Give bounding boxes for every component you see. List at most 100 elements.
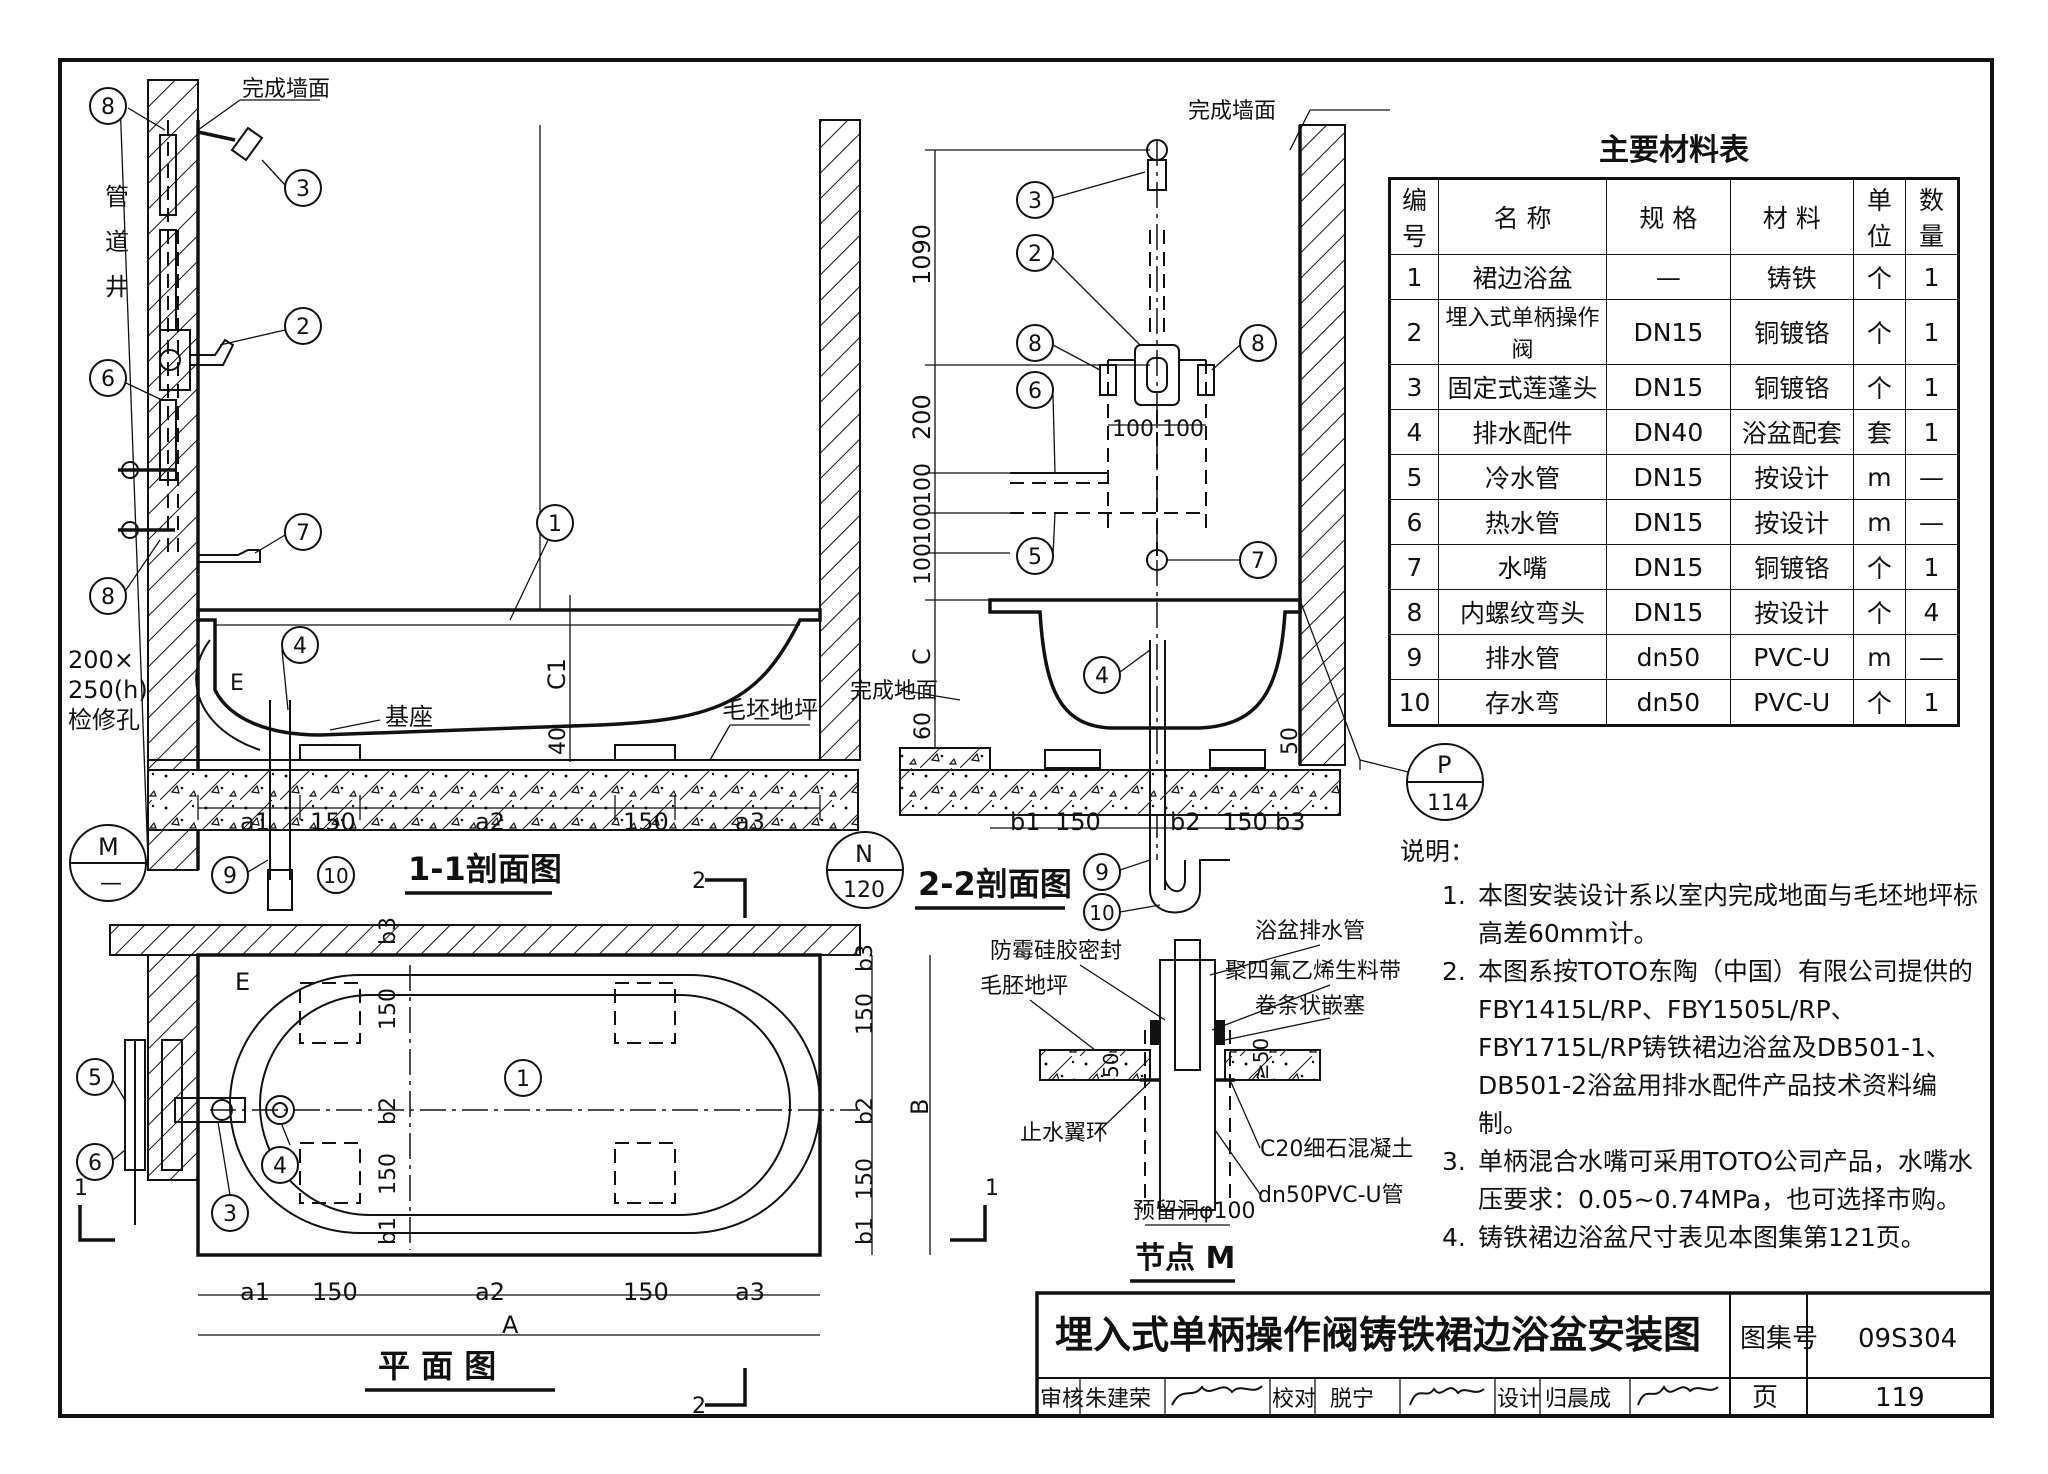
bathtub-1-1 <box>196 608 822 737</box>
material-cell: 1 <box>1904 679 1960 726</box>
material-cell: 个 <box>1852 589 1906 635</box>
designer: 归晨成 <box>1545 1387 1611 1412</box>
callout-7 <box>284 513 322 551</box>
col-spec: 规 格 <box>1606 178 1731 255</box>
notes-heading: 说明： <box>1400 837 1476 866</box>
drawing-frame <box>58 58 1994 1418</box>
dim-b1-22: b1 <box>1010 808 1041 836</box>
check-label: 校对 <box>1272 1387 1316 1412</box>
plan-tub-basin <box>259 994 791 1216</box>
dim-a1-11: a1 <box>240 808 270 836</box>
cut-1-left: 1 <box>74 1176 88 1201</box>
dim-b2-22: b2 <box>1170 808 1201 836</box>
label-node-plug: 卷条状嵌塞 <box>1255 994 1365 1019</box>
callout-7-22 <box>1239 541 1277 579</box>
dim-150a-plan: 150 <box>312 1278 358 1306</box>
dim-a3-11: a3 <box>735 808 765 836</box>
note-line: 压要求：0.05~0.74MPa，也可选择市购。 <box>1478 1185 1962 1214</box>
dim-a2-plan: a2 <box>475 1278 505 1306</box>
label-node-ptfe: 聚四氟乙烯生料带 <box>1225 959 1401 984</box>
dim-100-right: 100 <box>1162 417 1204 442</box>
callout-9-text: 9 <box>223 864 237 889</box>
col-material: 材 料 <box>1729 178 1854 255</box>
callout-5-plan <box>76 1058 114 1096</box>
material-cell: 固定式莲蓬头 <box>1437 364 1608 410</box>
label-rough-floor: 毛坯地坪 <box>722 696 818 724</box>
callout-4-plan-text: 4 <box>273 1154 287 1179</box>
callout-6-text: 6 <box>101 367 115 392</box>
pipe-shaft-char-2: 道 <box>105 228 129 256</box>
material-cell: 1 <box>1904 544 1960 590</box>
material-cell: 存水弯 <box>1437 679 1608 726</box>
dim-a1-plan: a1 <box>240 1278 270 1306</box>
access-hole-2: 250(h) <box>68 676 148 704</box>
material-cell: 个 <box>1852 364 1906 410</box>
callout-2-22 <box>1016 234 1054 272</box>
callout-4-22-text: 4 <box>1095 664 1109 689</box>
right-wall-2-2 <box>1299 124 1346 766</box>
callout-2-22-text: 2 <box>1028 242 1042 267</box>
dim-node-ge50: ≥50 <box>1249 1038 1273 1080</box>
callout-3-plan-text: 3 <box>223 1202 237 1227</box>
note-number: 3. <box>1442 1147 1466 1176</box>
material-cell: dn50 <box>1606 679 1731 726</box>
material-cell: 1 <box>1904 254 1960 300</box>
pipe-shaft-char-1: 管 <box>105 183 129 211</box>
dim-e-plan: E <box>235 968 250 996</box>
dim-150b-plan: 150 <box>623 1278 669 1306</box>
material-cell: 5 <box>1389 454 1439 500</box>
callouts-plan: 1 4 3 5 6 <box>76 1058 542 1232</box>
dim-node-50: 50 <box>1099 1053 1123 1078</box>
label-finished-floor: 完成地面 <box>850 679 938 704</box>
material-cell: 铜镀铬 <box>1729 364 1854 410</box>
plan-left-wall <box>147 954 199 1181</box>
material-cell: — <box>1904 634 1960 680</box>
dim-40: 40 <box>546 727 571 755</box>
plan-view: a1 150 a2 150 a3 A E b3 150 b2 150 b1 B … <box>74 869 999 1419</box>
note-line: FBY1715L/RP铸铁裙边浴盆及DB501-1、 <box>1478 1033 1951 1062</box>
pipe-shaft-char-3: 井 <box>105 273 129 301</box>
callout-5-22 <box>1016 537 1054 575</box>
ref-m-sub: — <box>100 871 122 896</box>
ref-p: P <box>1437 751 1451 779</box>
callout-4-plan <box>261 1146 299 1184</box>
material-cell: 1 <box>1904 364 1960 410</box>
cut-2-top: 2 <box>692 869 706 894</box>
material-cell: 铜镀铬 <box>1729 299 1854 365</box>
callout-9 <box>211 856 249 894</box>
callout-5-22-text: 5 <box>1028 545 1042 570</box>
note-item: 3.单柄混合水嘴可采用TOTO公司产品，水嘴水压要求：0.05~0.74MPa，… <box>1442 1143 1980 1219</box>
dim-c: C <box>908 648 936 665</box>
callout-2-text: 2 <box>296 315 310 340</box>
callout-8 <box>89 87 127 125</box>
material-cell: 4 <box>1389 409 1439 455</box>
atlas-no: 09S304 <box>1858 1324 1957 1354</box>
material-cell: — <box>1606 254 1731 300</box>
note-line: DB501-2浴盆用排水配件产品技术资料编制。 <box>1478 1071 1938 1138</box>
material-cell: 个 <box>1852 544 1906 590</box>
callout-9-22 <box>1083 853 1121 891</box>
material-cell: 个 <box>1852 254 1906 300</box>
dim-a2-11: a2 <box>475 808 505 836</box>
reviewer: 朱建荣 <box>1085 1387 1151 1412</box>
dim-150d-plan: 150 <box>853 1158 878 1200</box>
cut-2-bottom: 2 <box>692 1394 706 1419</box>
floor-slab-2-2 <box>899 769 1341 816</box>
note-item: 1.本图安装设计系以室内完成地面与毛坯地坪标高差60mm计。 <box>1442 877 1980 953</box>
node-floor-right <box>1224 1049 1321 1081</box>
dim-b1-plan: b1 <box>853 1217 878 1245</box>
dim-100c: 100 <box>911 543 936 585</box>
material-cell: 10 <box>1389 679 1439 726</box>
ref-m: M <box>98 833 119 861</box>
material-cell: m <box>1852 454 1906 500</box>
material-cell: DN15 <box>1606 589 1731 635</box>
title-block: 埋入式单柄操作阀铸铁裙边浴盆安装图 图集号 09S304 页 119 审核 朱建… <box>1035 1291 1994 1418</box>
drawing-title: 埋入式单柄操作阀铸铁裙边浴盆安装图 <box>1055 1313 1701 1357</box>
